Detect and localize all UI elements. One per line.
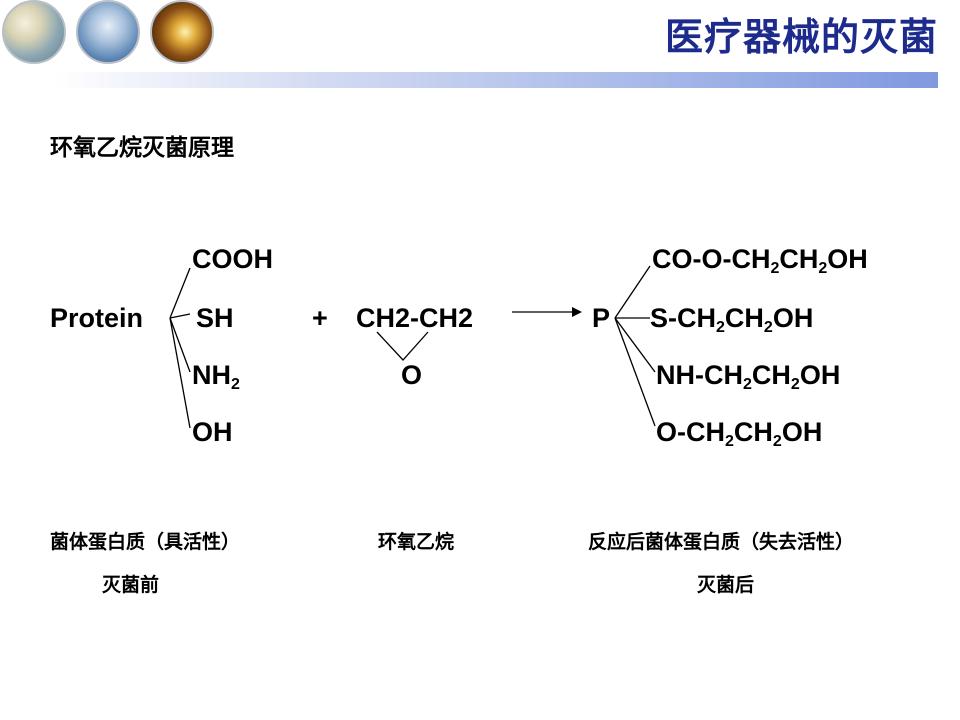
bond-line: [169, 317, 191, 429]
caption-after-sterilization: 灭菌后: [697, 574, 755, 596]
bond-line: [169, 267, 191, 319]
product-group-o: O-CH2CH2OH: [656, 417, 823, 450]
plus-sign: +: [312, 303, 328, 333]
caption-before-sterilization: 灭菌前: [102, 574, 160, 596]
section-heading: 环氧乙烷灭菌原理: [50, 135, 234, 161]
bond-line: [614, 265, 651, 319]
slide-title: 医疗器械的灭菌: [664, 15, 938, 59]
caption-reactant: 菌体蛋白质（具活性）: [50, 531, 241, 553]
bond-line: [169, 313, 191, 319]
epoxide-oxygen: O: [401, 360, 423, 390]
caption-ethylene-oxide: 环氧乙烷: [378, 531, 455, 553]
reaction-arrow-head: [572, 307, 582, 317]
group-cooh: COOH: [192, 244, 273, 274]
medical-image-1: [2, 0, 66, 64]
product-group-coo: CO-O-CH2CH2OH: [652, 244, 868, 277]
medical-image-2: [76, 0, 140, 64]
bond-line: [614, 317, 656, 373]
epoxide-bond: [376, 331, 429, 361]
protein-label: Protein: [50, 303, 144, 333]
bond-line: [169, 317, 191, 373]
ethylene-oxide-formula: CH2-CH2: [356, 303, 474, 333]
group-nh2: NH2: [192, 360, 240, 393]
caption-product: 反应后菌体蛋白质（失去活性）: [588, 531, 855, 553]
product-group-s: S-CH2CH2OH: [650, 303, 814, 336]
product-label: P: [592, 303, 611, 333]
product-group-nh: NH-CH2CH2OH: [656, 360, 841, 393]
medical-image-3: [150, 0, 214, 64]
bond-line: [614, 317, 656, 427]
group-sh: SH: [196, 303, 234, 333]
title-gradient-bar: [52, 72, 938, 88]
group-oh: OH: [192, 417, 233, 447]
